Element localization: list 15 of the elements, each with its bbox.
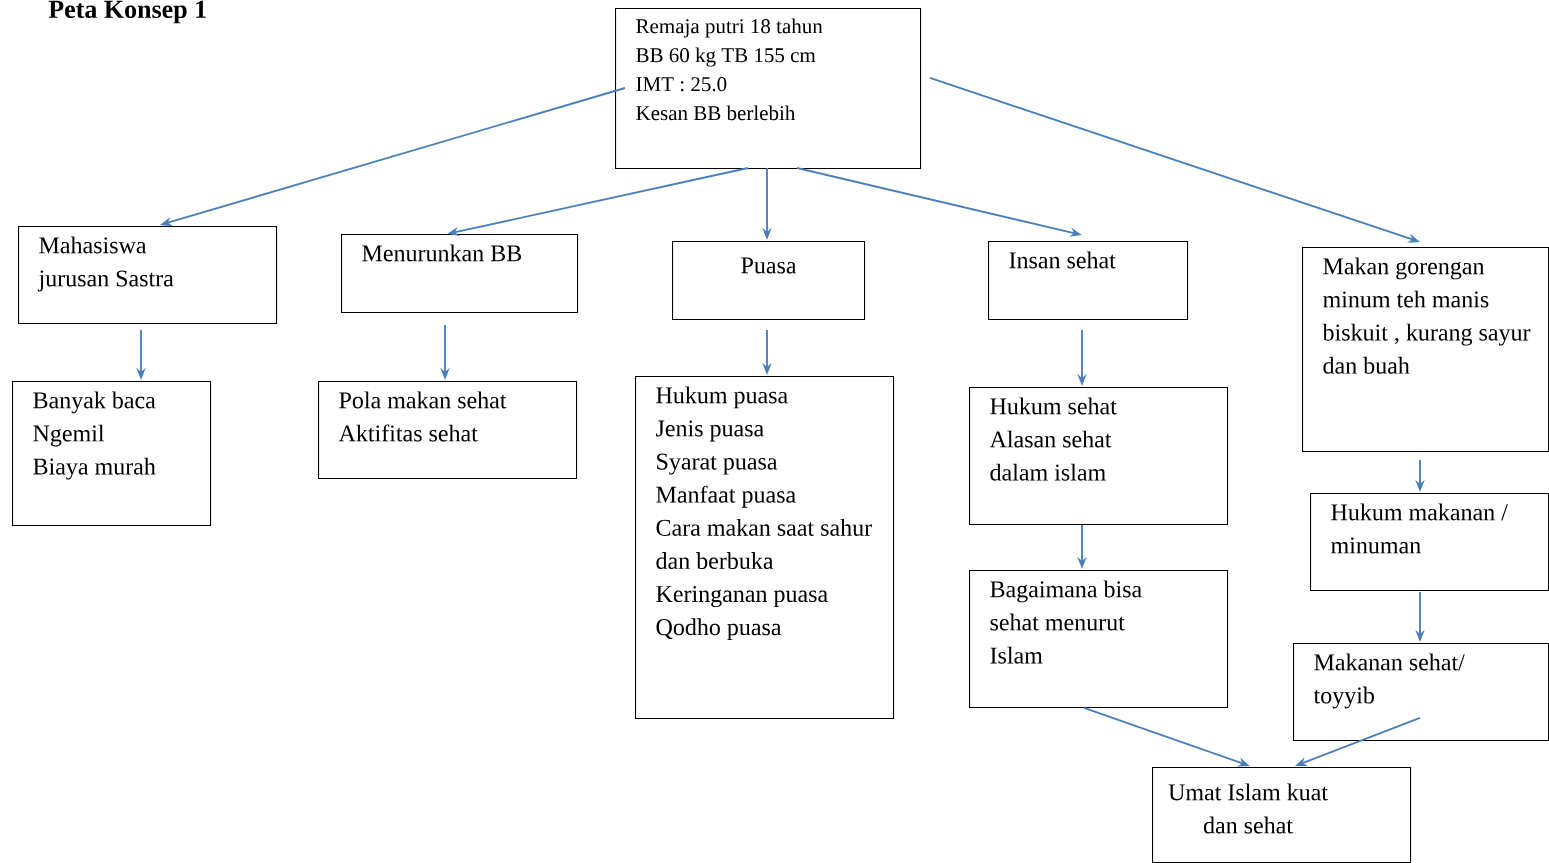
concept-box: Makan gorengan minum teh manis biskuit , kurang sayur dan buah [1302, 247, 1549, 453]
concept-box: Pola makan sehat Aktifitas sehat [318, 381, 578, 480]
concept-box: Bagaimana bisa sehat menurut Islam [969, 570, 1229, 709]
concept-box: Umat Islam kuat dan sehat [1152, 767, 1412, 863]
concept-box: Hukum makanan / minuman [1310, 493, 1549, 592]
concept-box: Insan sehat [988, 241, 1189, 321]
title: Peta Konsep 1 [48, 0, 206, 24]
concept-box: Hukum sehat Alasan sehat dalam islam [969, 387, 1229, 526]
concept-box: Puasa [672, 241, 866, 321]
concept-box: Banyak baca Ngemil Biaya murah [12, 381, 212, 527]
concept-box: Remaja putri 18 tahun BB 60 kg TB 155 cm IMT : 25.0 Kesan BB berlebih [615, 8, 922, 170]
concept-box: Menurunkan BB [341, 234, 579, 314]
concept-box: Makanan sehat/ toyyib [1293, 643, 1549, 742]
concept-box: Hukum puasa Jenis puasa Syarat puasa Manfaat puasa Cara makan saat sahur dan berbuka Keringanan puasa Qodho puasa [635, 376, 895, 720]
concept-box: Mahasiswa jurusan Sastra [18, 226, 278, 325]
